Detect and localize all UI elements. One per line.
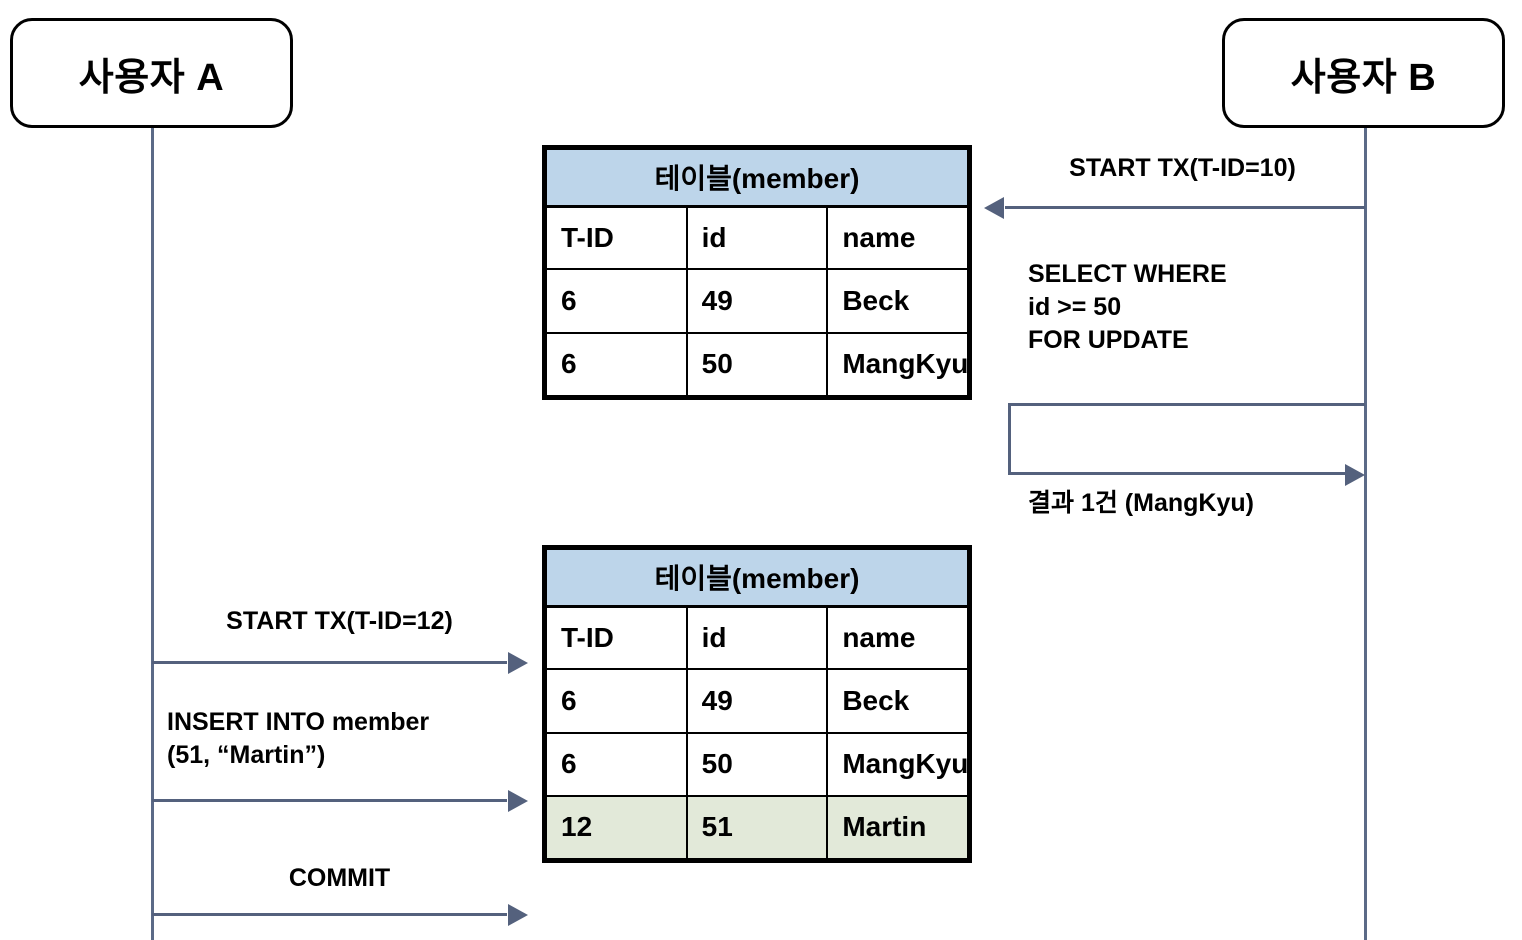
cell-id: 50 — [685, 731, 829, 797]
self-call-top-segment — [1008, 403, 1365, 406]
table-row: 6 49 Beck — [545, 668, 969, 734]
actor-box-user-a[interactable]: 사용자 A — [10, 18, 293, 128]
member-table-initial: 테이블(member) T-ID id name 6 49 Beck 6 50 … — [542, 145, 972, 400]
cell-id: 49 — [685, 268, 829, 334]
arrow-b-start-tx — [1005, 206, 1365, 209]
cell-tid: 6 — [545, 731, 688, 797]
table-row: 6 50 MangKyu — [545, 731, 969, 797]
arrow-a-commit — [152, 913, 507, 916]
table-header-row: T-ID id name — [545, 605, 969, 671]
cell-tid: 6 — [545, 331, 688, 398]
label-b-select-for-update: SELECT WHERE id >= 50 FOR UPDATE — [1028, 260, 1227, 354]
label-b-start-tx: START TX(T-ID=10) — [1069, 154, 1296, 182]
self-call-left-segment — [1008, 403, 1011, 475]
cell-id: 50 — [685, 331, 829, 398]
column-header-tid: T-ID — [545, 205, 688, 271]
actor-label-user-a: 사용자 A — [78, 56, 225, 99]
table-row: 6 50 MangKyu — [545, 331, 969, 398]
table-title: 테이블(member) — [545, 147, 969, 208]
cell-name: Beck — [826, 268, 969, 334]
self-call-b-result — [1008, 403, 1365, 486]
lifeline-user-a — [151, 128, 154, 940]
table-title: 테이블(member) — [545, 547, 969, 608]
cell-tid: 6 — [545, 668, 688, 734]
column-header-tid: T-ID — [545, 605, 688, 671]
label-b-result: 결과 1건 (MangKyu) — [1028, 489, 1254, 517]
cell-tid: 6 — [545, 268, 688, 334]
column-header-id: id — [685, 205, 829, 271]
table-row-highlighted: 12 51 Martin — [545, 794, 969, 861]
cell-id: 51 — [685, 794, 829, 861]
column-header-id: id — [685, 605, 829, 671]
lifeline-user-b — [1364, 128, 1367, 940]
actor-label-user-b: 사용자 B — [1290, 56, 1437, 99]
table-row: 6 49 Beck — [545, 268, 969, 334]
cell-name: MangKyu — [826, 731, 969, 797]
self-call-arrowhead-icon — [1345, 464, 1365, 486]
self-call-bottom-segment — [1008, 472, 1347, 475]
cell-name: MangKyu — [826, 331, 969, 398]
arrow-a-insert — [152, 799, 507, 802]
table-header-row: T-ID id name — [545, 205, 969, 271]
column-header-name: name — [826, 605, 969, 671]
cell-name: Martin — [826, 794, 969, 861]
arrow-a-start-tx — [152, 661, 507, 664]
cell-name: Beck — [826, 668, 969, 734]
member-table-after-insert: 테이블(member) T-ID id name 6 49 Beck 6 50 … — [542, 545, 972, 863]
label-a-commit: COMMIT — [288, 864, 391, 892]
column-header-name: name — [826, 205, 969, 271]
label-a-start-tx: START TX(T-ID=12) — [226, 607, 453, 635]
label-a-insert: INSERT INTO member (51, “Martin”) — [167, 708, 430, 769]
actor-box-user-b[interactable]: 사용자 B — [1222, 18, 1505, 128]
cell-id: 49 — [685, 668, 829, 734]
cell-tid: 12 — [545, 794, 688, 861]
